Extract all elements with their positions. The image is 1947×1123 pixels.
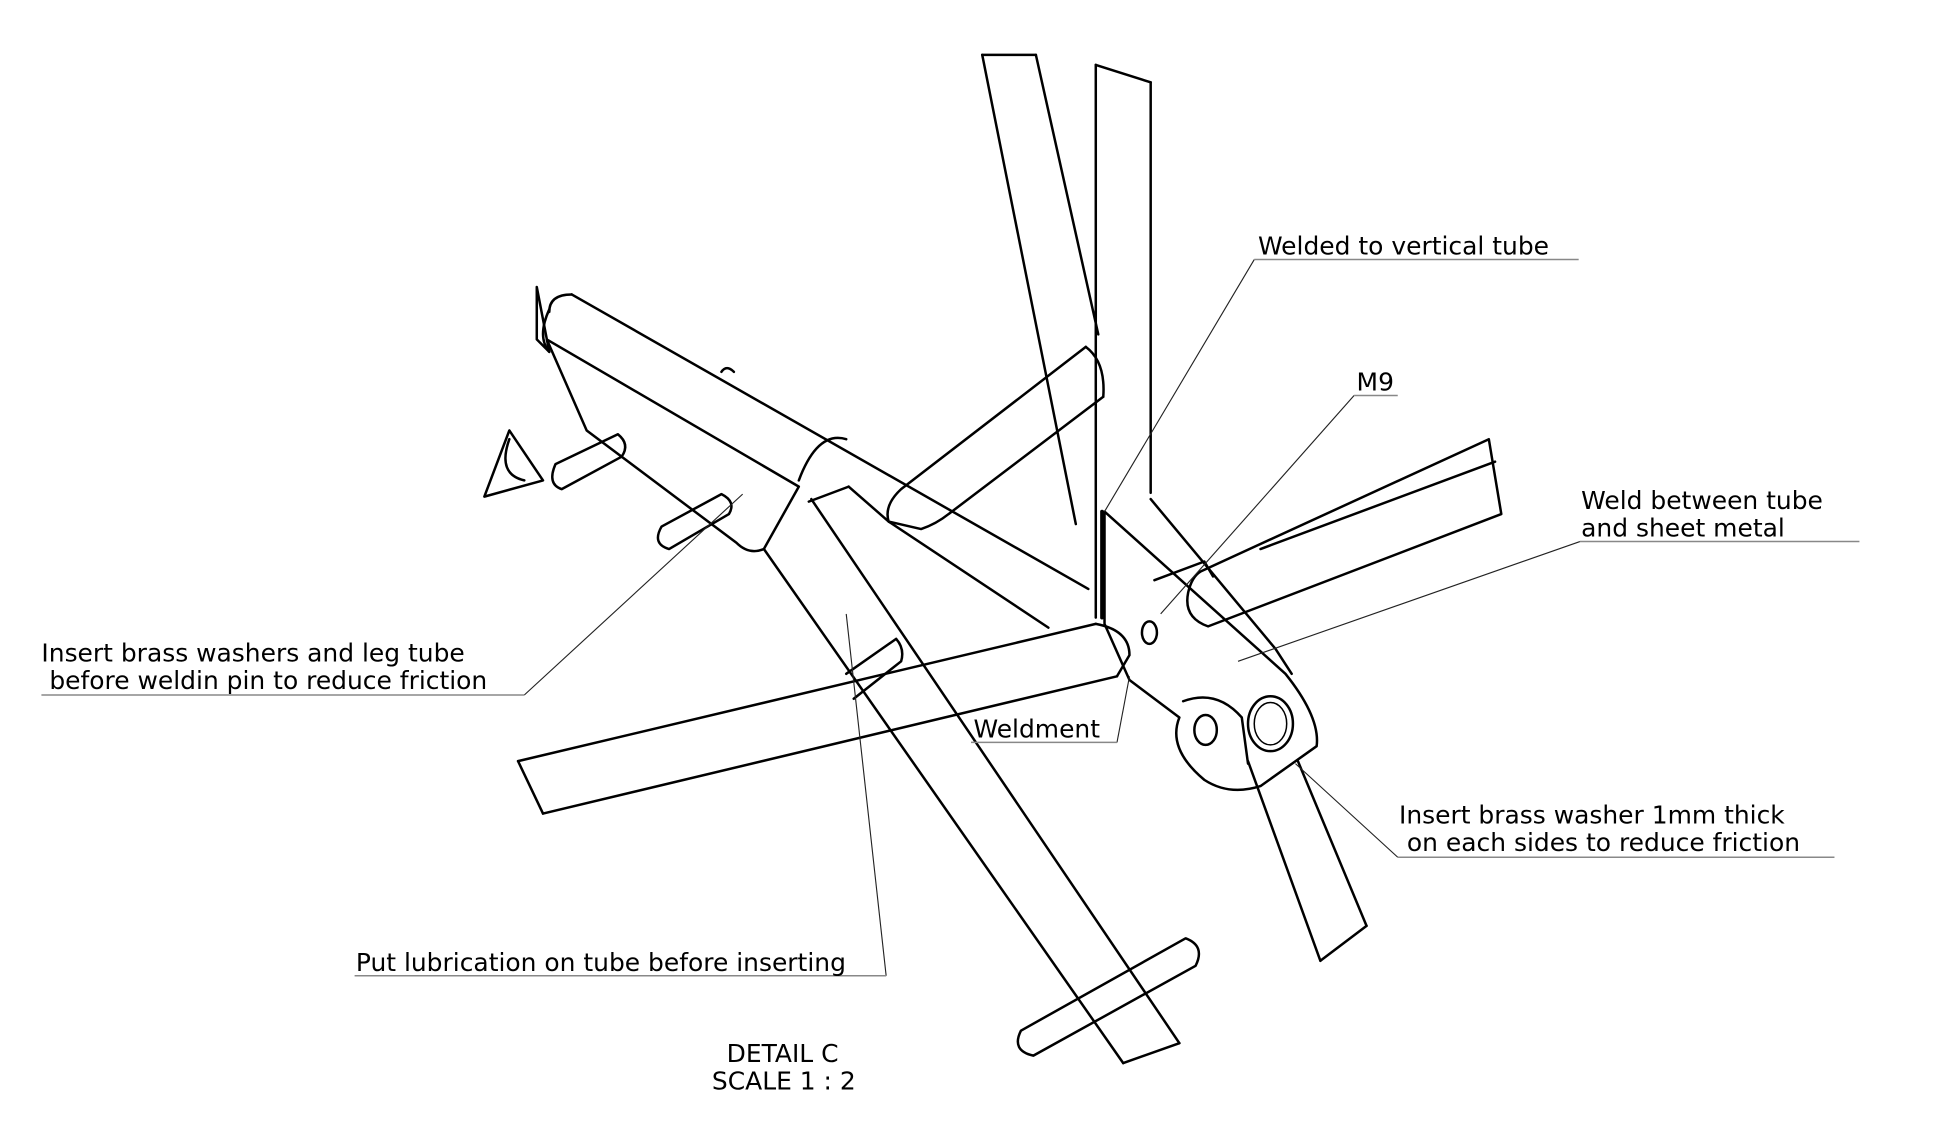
main-diagonal-tube — [541, 293, 1090, 629]
note-m9: M9 — [1357, 368, 1394, 397]
upper-arm-tube — [886, 345, 1105, 531]
lower-leg-tube — [762, 497, 1181, 1065]
note-insert-washer-1mm-1: Insert brass washer 1mm thick — [1399, 801, 1785, 830]
note-weld-between-1: Weld between tube — [1581, 486, 1823, 515]
note-insert-washers-2: before weldin pin to reduce friction — [41, 666, 487, 695]
note-weld-between-2: and sheet metal — [1581, 514, 1785, 543]
leader-lines — [41, 258, 1860, 977]
bottom-pin — [1016, 937, 1201, 1057]
note-welded-vertical: Welded to vertical tube — [1258, 232, 1549, 261]
note-insert-washer-1mm-2: on each sides to reduce friction — [1399, 828, 1800, 857]
side-plate — [535, 285, 801, 553]
note-weldment: Weldment — [974, 714, 1101, 743]
left-pins — [483, 366, 736, 551]
vertical-tube — [1094, 63, 1152, 620]
note-insert-washers-1: Insert brass washers and leg tube — [41, 638, 464, 667]
detail-label: DETAIL C — [727, 1039, 839, 1068]
hinge-bracket — [1103, 497, 1319, 792]
right-lower-tube — [1246, 759, 1368, 963]
slanted-top-tube — [980, 53, 1100, 526]
horizontal-tube — [516, 622, 1131, 815]
scale-label: SCALE 1 : 2 — [712, 1066, 856, 1095]
right-arm-tube — [1186, 437, 1503, 628]
assembly-geometry — [483, 53, 1503, 1065]
note-lubrication: Put lubrication on tube before inserting — [356, 948, 846, 977]
